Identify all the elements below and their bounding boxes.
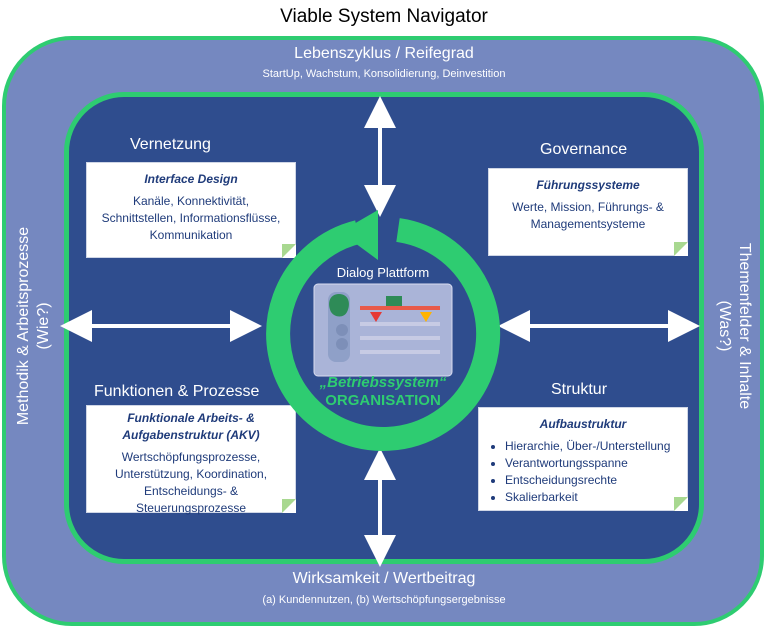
- section-title-funktionen: Funktionen & Prozesse: [94, 383, 260, 400]
- note-heading: Funktionale Arbeits- & Aufgabenstruktur …: [122, 411, 260, 442]
- list-item: Hierarchie, Über-/Unterstellung: [505, 438, 677, 455]
- section-title-struktur: Struktur: [551, 381, 608, 398]
- section-title-vernetzung: Vernetzung: [130, 136, 211, 153]
- page-curl-icon: [674, 497, 688, 511]
- bottom-band-title: Wirksamkeit / Wertbeitrag: [292, 570, 476, 587]
- note-text: Wertschöpfungsprozesse, Unterstützung, K…: [114, 450, 268, 515]
- page-curl-icon: [674, 242, 688, 256]
- page-curl-icon: [282, 244, 296, 258]
- section-title-governance: Governance: [540, 141, 628, 158]
- top-band-subtitle: StartUp, Wachstum, Konsolidierung, Deinv…: [262, 68, 506, 80]
- note-heading: Aufbaustruktur: [539, 417, 627, 431]
- note-text: Kanäle, Konnektivität, Schnittstellen, I…: [101, 194, 281, 242]
- list-item: Entscheidungsrechte: [505, 472, 677, 489]
- dialog-platform-image: [313, 283, 453, 377]
- bottom-band-subtitle: (a) Kundennutzen, (b) Wertschöpfungserge…: [262, 594, 506, 606]
- cycle-ring: [266, 218, 501, 451]
- note-vernetzung: Interface Design Kanäle, Konnektivität, …: [86, 162, 296, 258]
- note-heading: Interface Design: [144, 172, 238, 186]
- cycle-arrowhead-icon: [340, 210, 378, 260]
- note-heading: Führungssysteme: [536, 178, 640, 192]
- struktur-list: Hierarchie, Über-/Unterstellung Verantwo…: [489, 438, 677, 506]
- note-struktur: Aufbaustruktur Hierarchie, Über-/Unterst…: [478, 407, 688, 511]
- note-governance: Führungssysteme Werte, Mission, Führungs…: [488, 168, 688, 256]
- note-funktionen: Funktionale Arbeits- & Aufgabenstruktur …: [86, 405, 296, 515]
- page-title: Viable System Navigator: [280, 6, 488, 27]
- top-band-title: Lebenszyklus / Reifegrad: [294, 45, 474, 62]
- list-item: Skalierbarkeit: [505, 489, 677, 506]
- cycle-graphic: [266, 210, 501, 451]
- center-label: Dialog Plattform: [336, 265, 430, 280]
- list-item: Verantwortungsspanne: [505, 455, 677, 472]
- center-title-line1: „Betriebssystem“: [319, 374, 447, 391]
- page-curl-icon: [282, 499, 296, 513]
- note-text: Werte, Mission, Führungs- & Managementsy…: [512, 200, 664, 231]
- center-title-line2: ORGANISATION: [325, 392, 441, 409]
